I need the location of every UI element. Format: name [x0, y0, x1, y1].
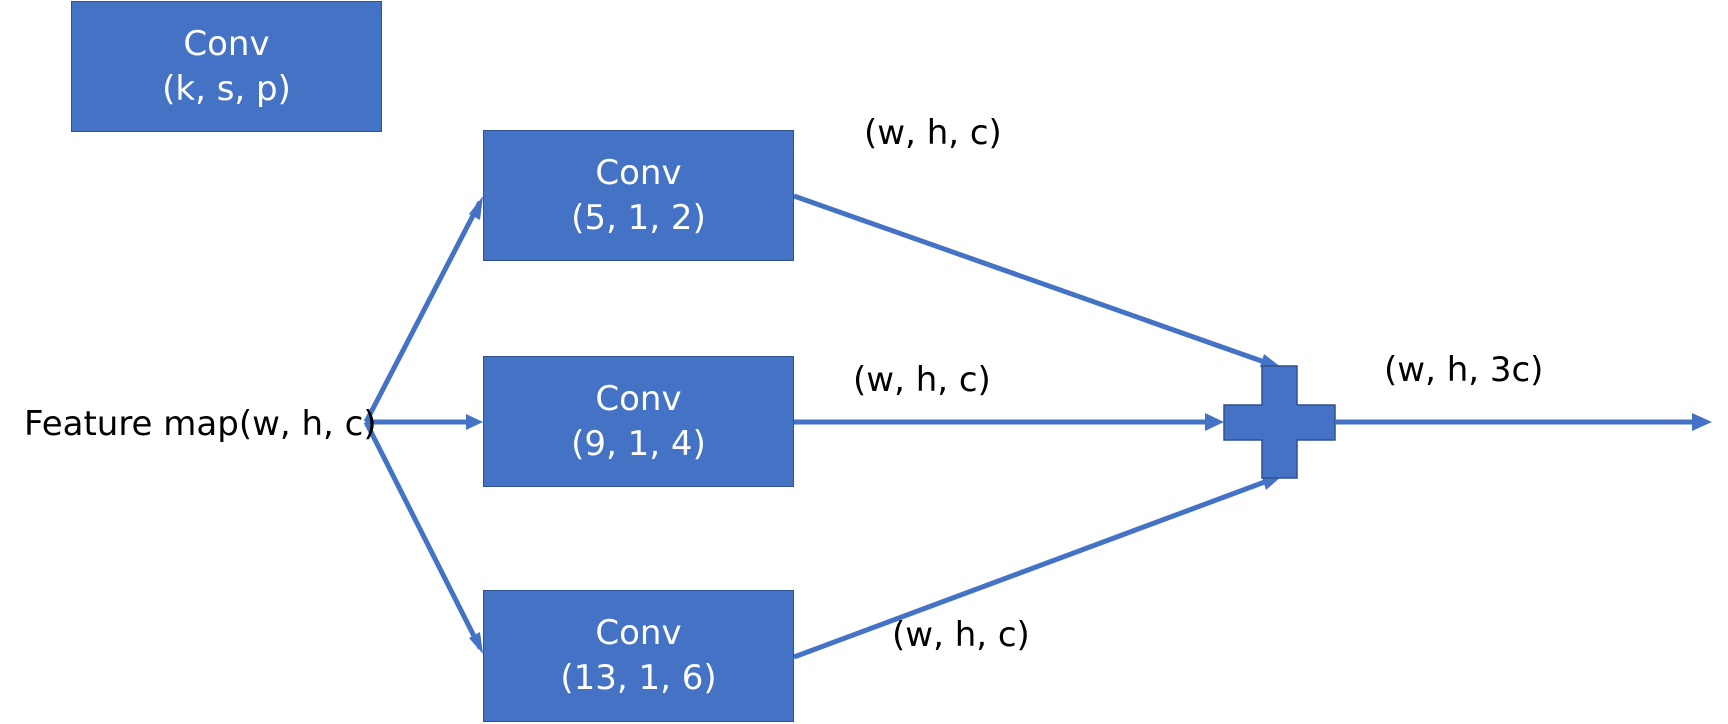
branch-top-output-dims: (w, h, c) [864, 113, 1002, 153]
legend-conv-params: (k, s, p) [162, 68, 291, 109]
input-to-conv-top-arrow [363, 200, 483, 424]
conv-bot-to-merge-arrow [793, 477, 1271, 660]
conv-block-params: (9, 1, 4) [571, 423, 706, 464]
legend-conv-title: Conv [183, 23, 270, 64]
branch-bot-output-dims: (w, h, c) [892, 615, 1030, 655]
conv-block-k13: Conv (13, 1, 6) [483, 590, 794, 722]
plus-icon [1223, 365, 1336, 479]
input-feature-map-label: Feature map(w, h, c) [24, 404, 377, 444]
arrowhead-conv-mid [466, 414, 483, 430]
arrowhead-conv-bot [469, 632, 483, 654]
arrowhead-output [1692, 413, 1712, 431]
branch-mid-output-dims: (w, h, c) [853, 360, 991, 400]
conv-block-k9: Conv (9, 1, 4) [483, 356, 794, 487]
arrowhead-merge-top [1260, 354, 1282, 368]
conv-block-title: Conv [595, 152, 682, 193]
conv-block-title: Conv [595, 378, 682, 419]
conv-block-title: Conv [595, 613, 682, 653]
arrowhead-merge-mid [1205, 413, 1224, 431]
arrowhead-conv-top [469, 196, 483, 220]
conv-block-params: (13, 1, 6) [560, 658, 717, 698]
conv-block-params: (5, 1, 2) [571, 197, 706, 238]
conv-top-to-merge-arrow [793, 193, 1271, 367]
conv-block-k5: Conv (5, 1, 2) [483, 130, 794, 261]
input-to-conv-bot-arrow [363, 420, 483, 650]
arrowhead-merge-bot [1262, 476, 1282, 490]
merged-output-dims: (w, h, 3c) [1384, 350, 1544, 390]
legend-conv-block: Conv (k, s, p) [71, 1, 382, 132]
